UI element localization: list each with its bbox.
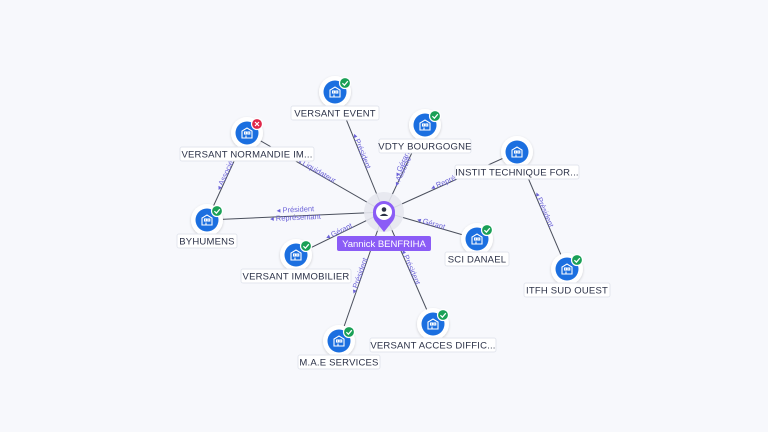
check-badge-icon bbox=[436, 308, 450, 322]
company-label-bg bbox=[369, 337, 497, 353]
company-name: VDTY BOURGOGNE bbox=[378, 142, 471, 153]
check-badge-icon bbox=[299, 239, 313, 253]
building-icon bbox=[419, 119, 431, 131]
company-label-bg bbox=[378, 138, 472, 154]
edge-line bbox=[206, 211, 385, 221]
nodes-layer: VERSANT EVENT VERSANT NORMANDIE IM... VDTY… bbox=[176, 76, 611, 370]
company-label-bg bbox=[176, 233, 238, 249]
center-name: Yannick BENFRIHA bbox=[342, 239, 426, 250]
building-icon bbox=[333, 335, 345, 347]
company-node[interactable]: INSTIT TECHNIQUE FOR... bbox=[454, 136, 580, 180]
company-name: SCI DANAEL bbox=[448, 255, 507, 266]
edge-role-label: ◂ Président bbox=[349, 256, 370, 295]
company-name: BYHUMENS bbox=[179, 237, 234, 248]
company-name: ITFH SUD OUEST bbox=[526, 286, 608, 297]
check-badge-icon bbox=[338, 76, 352, 90]
check-badge-icon bbox=[428, 109, 442, 123]
edge-role-label: ◂ Associé bbox=[214, 159, 235, 192]
edge-role-label: ◂ Président bbox=[351, 132, 374, 171]
edge-line bbox=[338, 211, 385, 342]
company-node[interactable]: VERSANT IMMOBILIER bbox=[240, 239, 352, 284]
check-badge-icon bbox=[480, 223, 494, 237]
company-name: VERSANT IMMOBILIER bbox=[243, 272, 350, 283]
company-node[interactable]: ITFH SUD OUEST bbox=[523, 253, 611, 298]
check-badge-icon bbox=[570, 253, 584, 267]
edge-role-label: ◂ Président bbox=[276, 204, 315, 215]
company-name: VERSANT EVENT bbox=[294, 109, 376, 120]
company-node[interactable]: M.A.E SERVICES bbox=[297, 325, 381, 370]
cross-badge-icon bbox=[250, 117, 264, 131]
company-name: VERSANT ACCES DIFFIC... bbox=[370, 341, 495, 352]
edge-line bbox=[383, 211, 434, 325]
building-icon bbox=[329, 86, 341, 98]
center-node[interactable]: Yannick BENFRIHA bbox=[337, 192, 431, 251]
building-icon bbox=[561, 263, 573, 275]
company-node[interactable]: VERSANT ACCES DIFFIC... bbox=[369, 308, 497, 353]
company-name: INSTIT TECHNIQUE FOR... bbox=[455, 168, 579, 179]
company-node[interactable]: VERSANT EVENT bbox=[290, 76, 380, 121]
edge-role-label: ◂ Gérant bbox=[416, 215, 447, 232]
edge: ◂ Président◂ Représentant bbox=[206, 204, 385, 223]
company-label-bg bbox=[290, 105, 380, 121]
center-label-bg bbox=[337, 236, 431, 251]
company-node[interactable]: VDTY BOURGOGNE bbox=[378, 109, 472, 154]
edge-role-label: ◂ Représentant bbox=[270, 212, 322, 223]
check-badge-icon bbox=[210, 204, 224, 218]
company-node[interactable]: VERSANT NORMANDIE IM... bbox=[179, 117, 315, 162]
building-icon bbox=[427, 318, 439, 330]
company-label-bg bbox=[240, 268, 352, 284]
edge-role-label: ◂ Président bbox=[399, 248, 423, 287]
check-badge-icon bbox=[342, 325, 356, 339]
company-node[interactable]: BYHUMENS bbox=[176, 204, 238, 249]
building-icon bbox=[201, 214, 213, 226]
company-label-bg bbox=[454, 164, 580, 180]
company-label-bg bbox=[523, 282, 611, 298]
company-node[interactable]: SCI DANAEL bbox=[444, 223, 510, 267]
building-icon bbox=[241, 127, 253, 139]
edge-role-label: ◂ Président bbox=[533, 190, 556, 229]
company-label-bg bbox=[297, 354, 381, 370]
company-label-bg bbox=[444, 251, 510, 267]
edge-line bbox=[383, 151, 518, 213]
center-pin-inner bbox=[376, 204, 392, 220]
edge-line bbox=[246, 132, 385, 213]
company-name: M.A.E SERVICES bbox=[299, 358, 378, 369]
building-icon bbox=[471, 233, 483, 245]
company-label-bg bbox=[179, 146, 315, 162]
company-name: VERSANT NORMANDIE IM... bbox=[181, 150, 312, 161]
building-icon bbox=[290, 249, 302, 261]
person-icon bbox=[379, 207, 389, 216]
building-icon bbox=[511, 146, 523, 158]
